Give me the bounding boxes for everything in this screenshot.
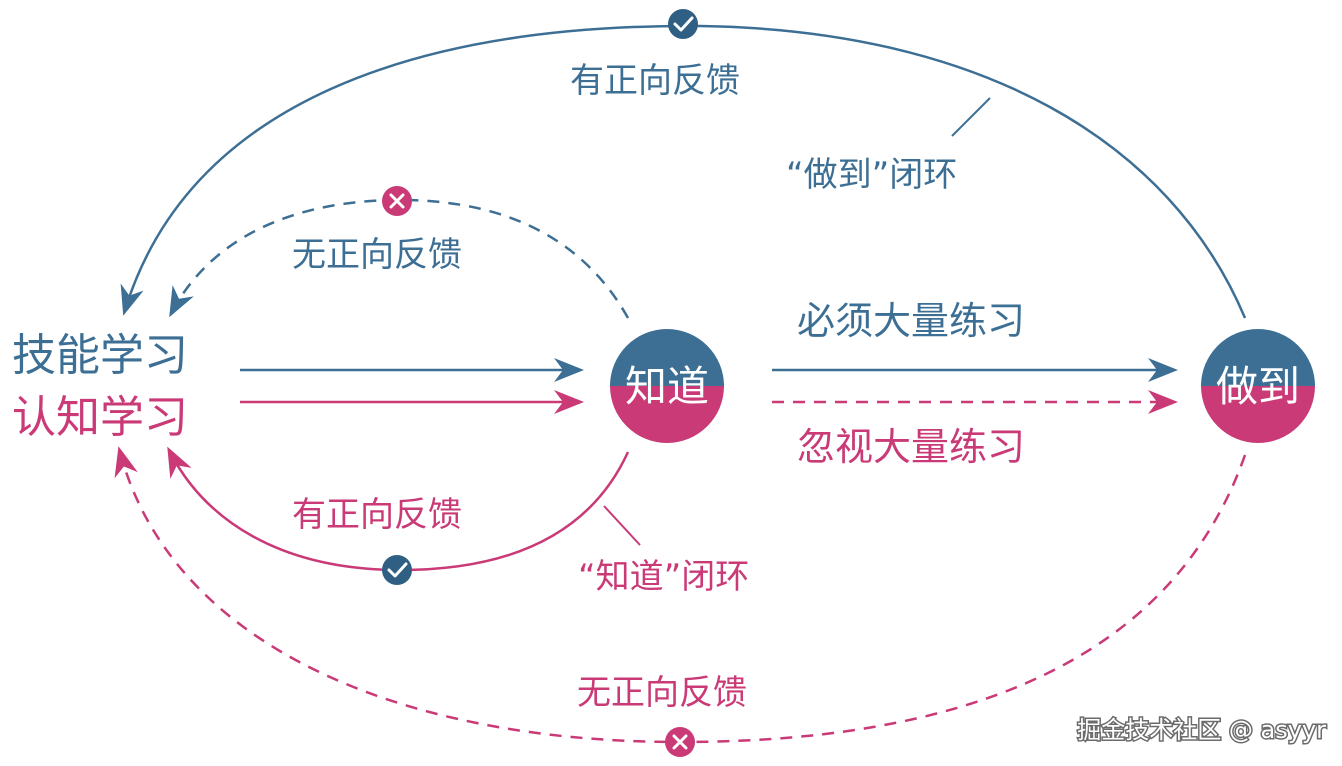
know-node: 知道 — [610, 329, 724, 443]
watermark-text: 掘金技术社区 @ asyyr — [1077, 716, 1326, 744]
do-node-label: 做到 — [1216, 362, 1300, 411]
ignore-practice-label: 忽视大量练习 — [797, 425, 1025, 469]
do-node: 做到 — [1201, 329, 1315, 443]
know-no-feedback-arc — [169, 198, 630, 319]
do-loop-arc — [120, 24, 1247, 319]
watermark: 掘金技术社区 @ asyyr — [1076, 715, 1328, 746]
do-loop-leader — [951, 97, 991, 137]
know-node-label: 知道 — [625, 362, 709, 411]
cross-icon — [665, 727, 695, 757]
know-loop-leader — [603, 505, 641, 546]
mid-no-feedback-label: 无正向反馈 — [292, 235, 462, 275]
cognitive-learning-label: 认知学习 — [12, 392, 188, 443]
skill-learning-label: 技能学习 — [12, 330, 188, 381]
know-loop-label: “知道”闭环 — [578, 557, 749, 597]
cross-icon — [382, 186, 412, 216]
low-positive-feedback-label: 有正向反馈 — [292, 495, 462, 535]
check-icon — [668, 9, 698, 39]
bottom-no-feedback-label: 无正向反馈 — [577, 673, 747, 713]
check-icon — [382, 555, 412, 585]
do-loop-label: “做到”闭环 — [786, 155, 957, 195]
must-practice-label: 必须大量练习 — [797, 299, 1025, 343]
top-positive-feedback-label: 有正向反馈 — [570, 61, 740, 101]
